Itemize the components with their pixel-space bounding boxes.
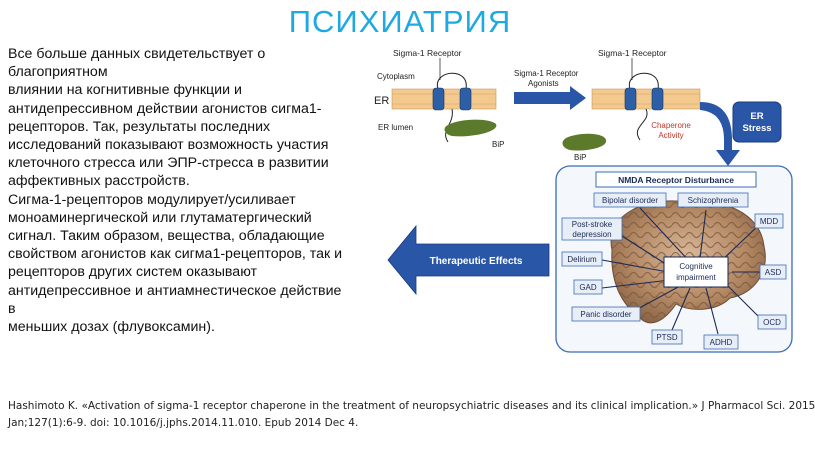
arrow-delirium bbox=[601, 259, 669, 273]
arrow-bipolar bbox=[639, 207, 691, 263]
agonists-label-line2: Agonists bbox=[528, 79, 559, 88]
body-line: рецепторов других систем оказывают bbox=[8, 264, 258, 281]
curved-arrow-down bbox=[700, 102, 740, 166]
asd-box bbox=[759, 264, 787, 280]
arrow-ptsd bbox=[671, 287, 691, 331]
citation: Hashimoto K. «Activation of sigma-1 rece… bbox=[8, 398, 815, 432]
adhd-label: ADHD bbox=[710, 338, 733, 347]
body-line: антидепрессивном действии агонистов сигм… bbox=[8, 100, 322, 117]
chaperone-label-line2: Activity bbox=[658, 131, 683, 140]
receptor-domain bbox=[651, 87, 664, 111]
er-stress-box bbox=[732, 101, 782, 143]
bip-protein-right bbox=[562, 133, 607, 151]
body-line: Сигма-1-рецепторов модулирует/усиливает bbox=[8, 191, 296, 208]
bipolar-label: Bipolar disorder bbox=[602, 196, 658, 205]
body-line: антидепрессивное и антиамнестическое дей… bbox=[8, 282, 342, 299]
body-line: меньших дозах (флувоксамин). bbox=[8, 319, 215, 336]
delirium-box bbox=[561, 251, 603, 267]
body-line: клеточного стресса или ЭПР-стресса в раз… bbox=[8, 155, 329, 172]
body-line: свойством агонистов как сигма1-рецепторо… bbox=[8, 246, 343, 263]
nmda-label: NMDA Receptor Disturbance bbox=[618, 175, 734, 185]
gad-label: GAD bbox=[579, 283, 597, 292]
gad-box bbox=[573, 279, 603, 295]
ocd-label: OCD bbox=[763, 318, 781, 327]
arrow-gad bbox=[601, 279, 671, 289]
body-line: в bbox=[8, 300, 16, 317]
receptor-domain bbox=[624, 87, 637, 111]
poststroke-box bbox=[561, 217, 623, 241]
nmda-box bbox=[595, 171, 757, 188]
receptor-loop bbox=[436, 72, 467, 90]
agonists-arrow bbox=[514, 86, 586, 110]
schizophrenia-label: Schizophrenia bbox=[688, 196, 739, 205]
bip-protein-left bbox=[444, 119, 497, 137]
cytoplasm-label: Cytoplasm bbox=[377, 72, 415, 81]
arrow-schizophrenia bbox=[699, 209, 707, 259]
disorder-boxes: Bipolar disorder Schizophrenia MDD Post-… bbox=[561, 192, 787, 350]
receptor-domain bbox=[432, 87, 445, 111]
schizophrenia-box bbox=[677, 192, 749, 208]
cognitive-line1: Cognitive bbox=[679, 262, 713, 271]
receptor-loop bbox=[628, 72, 659, 90]
delirium-label: Delirium bbox=[567, 255, 597, 264]
poststroke-line1: Post-stroke bbox=[572, 220, 613, 229]
body-line: аффективных расстройств. bbox=[8, 173, 190, 190]
receptor-domain bbox=[459, 87, 472, 111]
poststroke-line2: depression bbox=[572, 230, 611, 239]
chaperone-label-line1: Chaperone bbox=[651, 121, 691, 130]
body-line: влиянии на когнитивные функции и bbox=[8, 82, 242, 99]
arrow-adhd bbox=[705, 287, 719, 335]
body-line: исследований показывают возможность учас… bbox=[8, 137, 329, 154]
body-line: моноаминергической или глутаматергически… bbox=[8, 209, 312, 226]
ptsd-label: PTSD bbox=[656, 333, 678, 342]
body-line: Все больше данных свидетельствует о bbox=[8, 46, 266, 62]
asd-label: ASD bbox=[765, 268, 782, 277]
page-title: ПСИХИАТРИЯ bbox=[288, 4, 512, 39]
er-stress-line2: Stress bbox=[742, 123, 771, 134]
mdd-label: MDD bbox=[760, 217, 778, 226]
ocd-box bbox=[757, 314, 787, 330]
body-line: сигнал. Таким образом, вещества, обладаю… bbox=[8, 228, 325, 245]
er-membrane-right bbox=[591, 88, 701, 110]
arrow-mdd bbox=[719, 223, 761, 263]
arrow-ocd bbox=[725, 283, 761, 319]
panic-box bbox=[571, 306, 641, 322]
bip-right-label: BiP bbox=[574, 153, 586, 162]
er-label: ER bbox=[374, 95, 389, 107]
cognitive-impairment-box bbox=[663, 256, 729, 288]
bipolar-box bbox=[593, 192, 667, 208]
bip-left-label: BiP bbox=[492, 140, 504, 149]
ptsd-box bbox=[651, 329, 683, 345]
sigma-receptor-left-label: Sigma-1 Receptor bbox=[393, 48, 462, 58]
mdd-box bbox=[754, 213, 784, 229]
therapeutic-label: Therapeutic Effects bbox=[430, 256, 523, 267]
er-lumen-label: ER lumen bbox=[378, 123, 413, 132]
body-line: рецепторов. Так, результаты последних bbox=[8, 118, 271, 135]
receptor-tail bbox=[637, 108, 648, 141]
panic-label: Panic disorder bbox=[580, 310, 631, 319]
body-line: благоприятном bbox=[8, 64, 108, 81]
sigma-receptor-right-label: Sigma-1 Receptor bbox=[598, 48, 667, 58]
therapeutic-effects-arrow bbox=[387, 224, 550, 296]
cognitive-line2: impairment bbox=[676, 273, 716, 282]
citation-line: Jan;127(1):6-9. doi: 10.1016/j.jphs.2014… bbox=[8, 417, 359, 429]
citation-line: Hashimoto K. «Activation of sigma-1 rece… bbox=[8, 400, 815, 412]
er-stress-line1: ER bbox=[750, 111, 763, 122]
adhd-box bbox=[703, 334, 739, 350]
body-text: Все больше данных свидетельствует о благ… bbox=[8, 45, 360, 336]
agonists-label-line1: Sigma-1 Receptor bbox=[514, 69, 579, 78]
